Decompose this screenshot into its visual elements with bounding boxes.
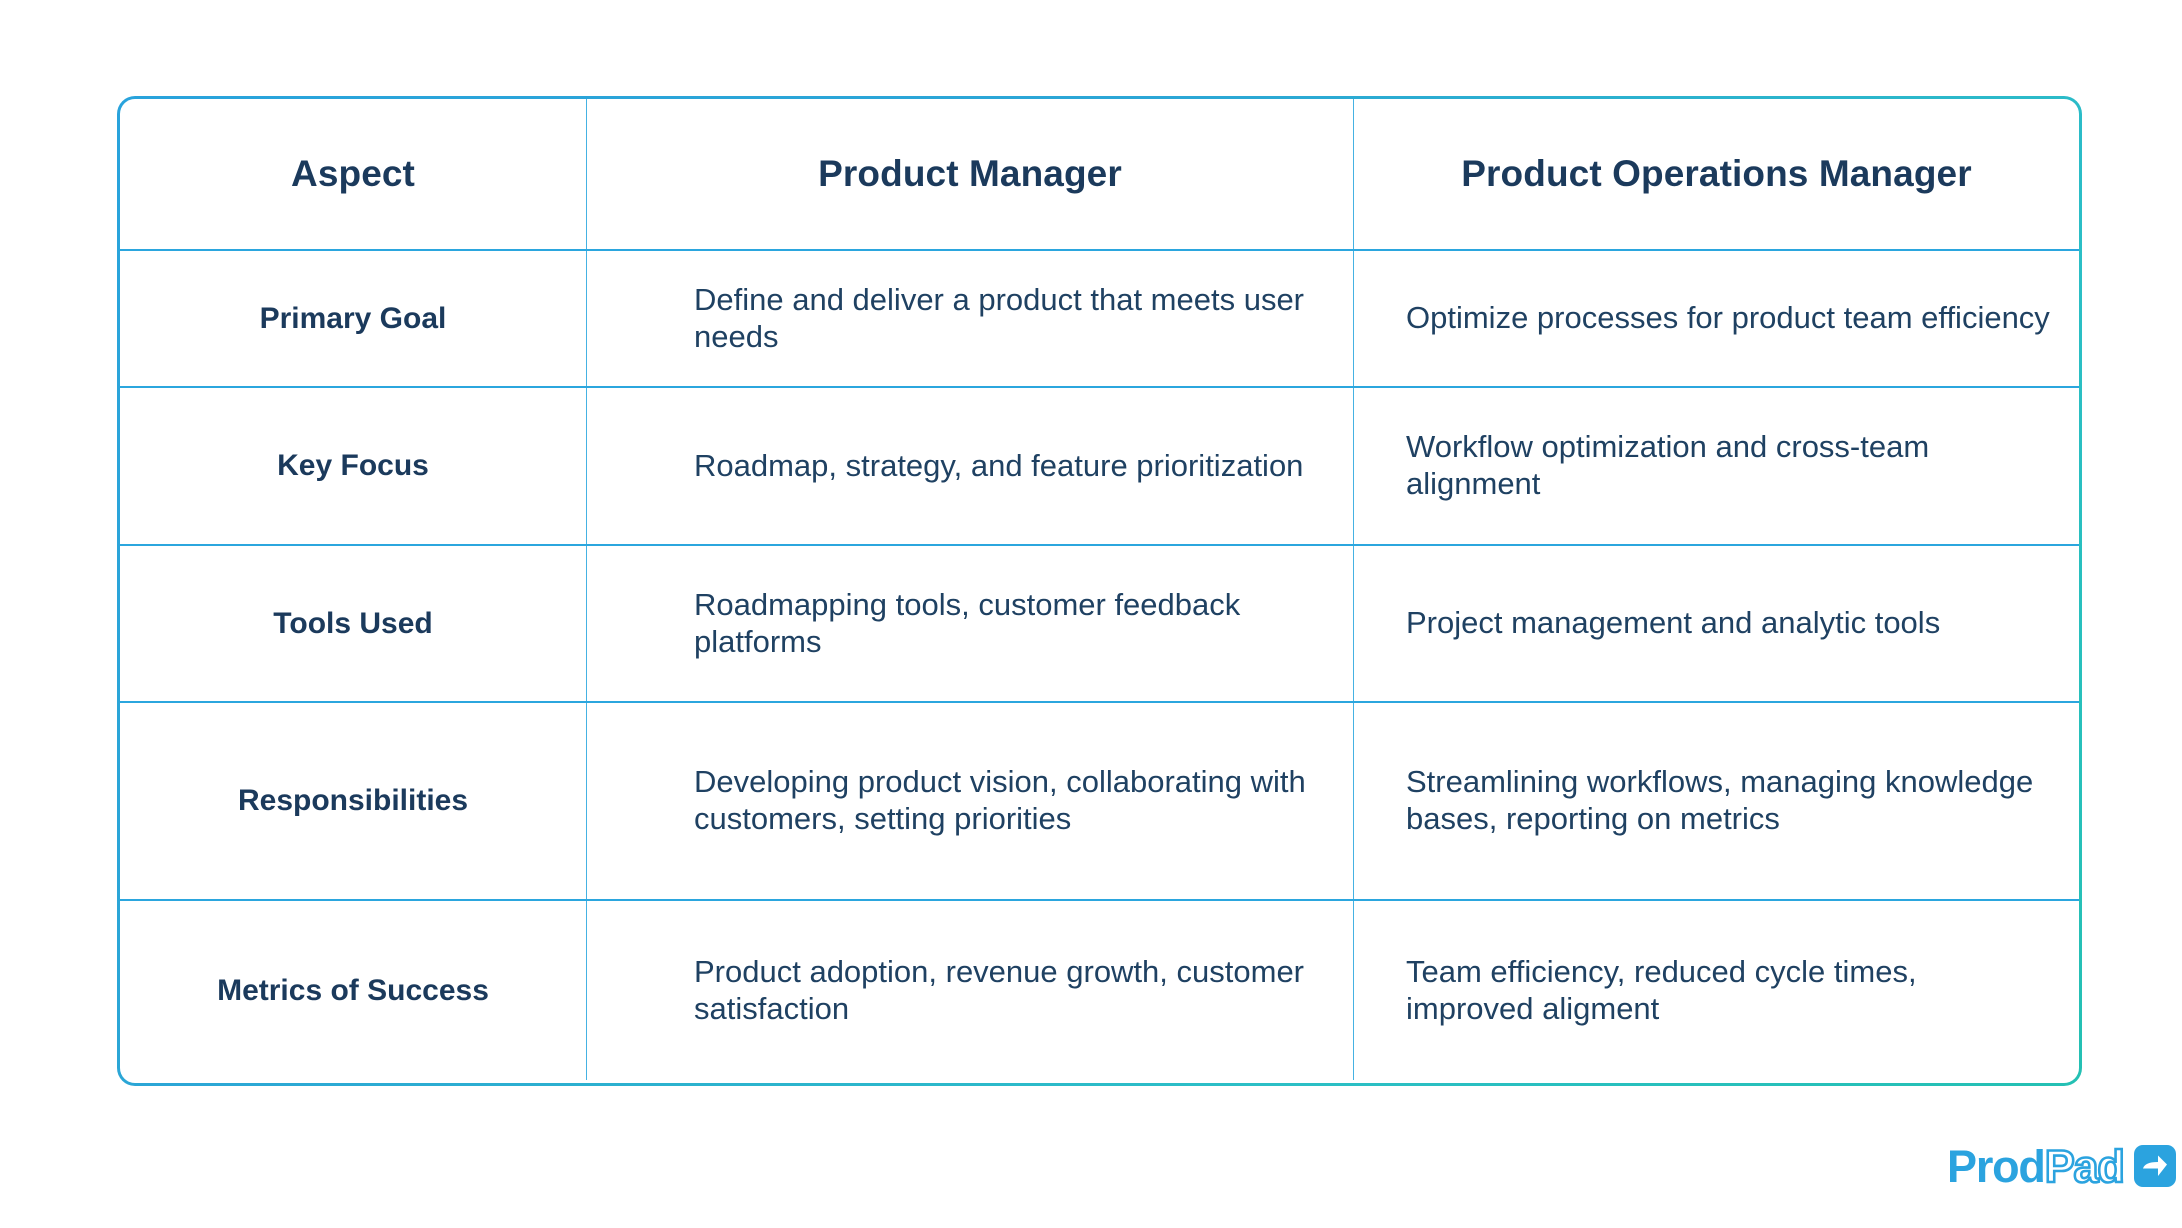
row-label-cell: Responsibilities [120, 703, 586, 899]
row-cell-product-manager: Roadmapping tools, customer feedback pla… [586, 546, 1353, 701]
table-row: Tools Used Roadmapping tools, customer f… [120, 544, 2079, 701]
prodpad-logo: Prod Pad [1947, 1138, 2176, 1194]
row-cell-product-operations-manager: Team efficiency, reduced cycle times, im… [1353, 901, 2079, 1080]
row-label-cell: Key Focus [120, 388, 586, 544]
cell-text: Project management and analytic tools [1406, 605, 1941, 641]
row-label-cell: Tools Used [120, 546, 586, 701]
row-label: Primary Goal [259, 301, 447, 335]
header-cell-product-manager: Product Manager [586, 99, 1353, 249]
cell-text: Roadmapping tools, customer feedback pla… [694, 586, 1241, 659]
column-header-product-operations-manager: Product Operations Manager [1461, 153, 1972, 195]
row-cell-product-manager: Product adoption, revenue growth, custom… [586, 901, 1353, 1080]
cell-text: Workflow optimization and cross-team ali… [1406, 429, 1930, 501]
row-cell-product-manager: Define and deliver a product that meets … [586, 251, 1353, 386]
cell-text: Streamlining workflows, managing knowled… [1406, 764, 2034, 836]
cell-text: Define and deliver a product that meets … [694, 281, 1305, 354]
row-label: Key Focus [277, 449, 429, 482]
row-label: Metrics of Success [217, 973, 489, 1007]
cell-text: Roadmap, strategy, and feature prioritiz… [694, 447, 1304, 483]
row-label-cell: Primary Goal [120, 251, 586, 386]
table-header-row: Aspect Product Manager Product Operation… [120, 99, 2079, 249]
header-cell-aspect: Aspect [120, 99, 586, 249]
comparison-table-inner: Aspect Product Manager Product Operation… [120, 99, 2079, 1083]
table-row: Key Focus Roadmap, strategy, and feature… [120, 386, 2079, 544]
row-cell-product-operations-manager: Optimize processes for product team effi… [1353, 251, 2079, 386]
table-row: Responsibilities Developing product visi… [120, 701, 2079, 899]
row-cell-product-operations-manager: Workflow optimization and cross-team ali… [1353, 388, 2079, 544]
table-row: Primary Goal Define and deliver a produc… [120, 249, 2079, 386]
column-header-product-manager: Product Manager [818, 153, 1122, 195]
row-label: Responsibilities [237, 784, 469, 817]
cell-text: Developing product vision, collaborating… [694, 764, 1306, 836]
row-cell-product-manager: Roadmap, strategy, and feature prioritiz… [586, 388, 1353, 544]
cell-text: Team efficiency, reduced cycle times, im… [1406, 953, 1917, 1026]
column-header-aspect: Aspect [291, 153, 415, 195]
row-cell-product-operations-manager: Streamlining workflows, managing knowled… [1353, 703, 2079, 899]
cell-text: Optimize processes for product team effi… [1406, 300, 2050, 336]
header-cell-product-operations-manager: Product Operations Manager [1353, 99, 2079, 249]
row-label-cell: Metrics of Success [120, 901, 586, 1080]
cell-text: Product adoption, revenue growth, custom… [694, 953, 1305, 1026]
table-row: Metrics of Success Product adoption, rev… [120, 899, 2079, 1080]
arrow-up-right-icon [2133, 1145, 2176, 1187]
logo-text-pad: Pad [2043, 1140, 2126, 1192]
row-label: Tools Used [273, 606, 433, 640]
row-cell-product-operations-manager: Project management and analytic tools [1353, 546, 2079, 701]
row-cell-product-manager: Developing product vision, collaborating… [586, 703, 1353, 899]
logo-text-prod: Prod [1947, 1140, 2046, 1192]
comparison-table: Aspect Product Manager Product Operation… [117, 96, 2082, 1086]
